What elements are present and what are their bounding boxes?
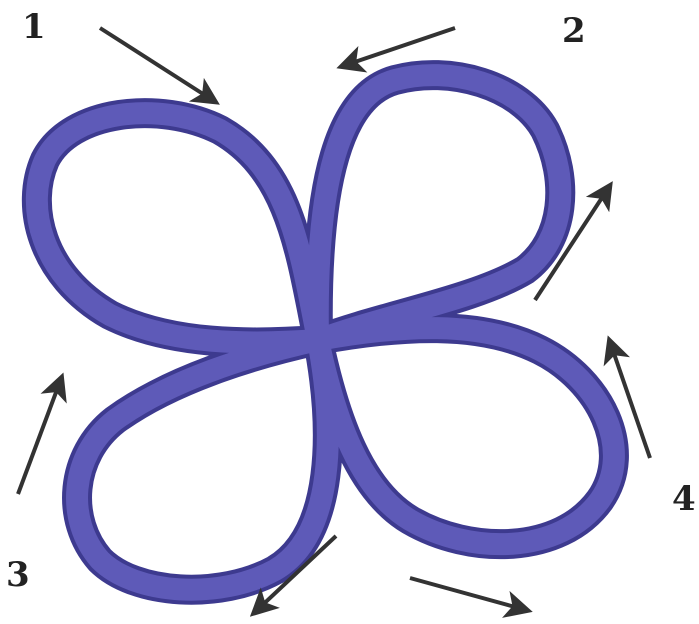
label-3: 3 [6, 555, 30, 595]
arrow-top-left [100, 28, 214, 101]
label-4: 4 [672, 479, 696, 519]
loop-figure [37, 75, 614, 590]
label-2: 2 [562, 11, 586, 51]
label-1: 1 [22, 7, 46, 47]
arrow-bottom-right [410, 578, 526, 610]
arrow-left-lower [18, 379, 61, 494]
